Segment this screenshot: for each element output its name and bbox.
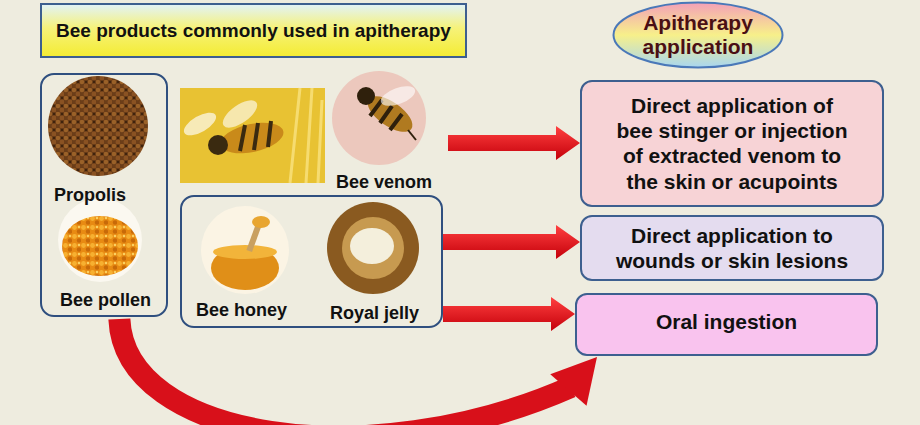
royal-jelly-image [327,202,419,294]
venom-image-node: Bee venom [326,66,448,200]
arrow-head [550,357,597,406]
product-label: Royal jelly [330,303,419,324]
bee-wing [378,82,417,109]
block-arrow [448,126,580,160]
product-label: Propolis [54,185,126,206]
apitherapy-ellipse: Apitherapy application [612,1,784,69]
product-group-box: PropolisBee pollen [40,73,168,317]
ellipse-shape [614,3,783,68]
pollen-strands [290,88,322,183]
honey-jar [211,246,279,290]
product-label: Bee pollen [60,290,151,311]
block-arrow-shape [443,297,575,331]
product-label: Bee honey [196,300,287,321]
bee-wing [180,108,219,140]
propolis-image [48,76,148,176]
royal-jelly-cell [342,217,404,279]
block-arrow [443,225,580,259]
application-label: Oral ingestion [597,309,856,334]
block-arrow-shape [448,126,580,160]
pollen-image [62,216,138,276]
bee-stripes [240,121,271,151]
title-banner: Bee products commonly used in apitherapy [40,3,467,58]
bee-venom-image [332,71,426,165]
block-arrow-shape [443,225,580,259]
royal-jelly-drop [350,228,394,264]
product-group-box: Bee honey Royal jelly [180,195,443,328]
block-arrow [443,297,575,331]
application-box: Direct application of bee stinger or inj… [580,80,884,207]
honey-surface [213,245,277,259]
bee-flower-image [180,88,325,183]
bee-stinger [408,130,416,140]
bee-head [357,87,375,105]
product-label: Bee venom [336,172,432,193]
ellipse-label: Apitherapy application [632,11,764,59]
application-box: Direct application to wounds or skin les… [580,215,884,281]
pollen-image-ground [58,198,142,282]
bee-wing [218,95,261,133]
application-box: Oral ingestion [575,293,878,356]
honey-image [201,206,289,294]
application-label: Direct application of bee stinger or inj… [615,93,849,194]
bee-head [208,135,228,155]
block-arrow [119,319,597,425]
application-label: Direct application to wounds or skin les… [615,223,849,273]
honey-dipper-head [252,216,270,228]
curved-arrow-shaft [119,319,571,425]
